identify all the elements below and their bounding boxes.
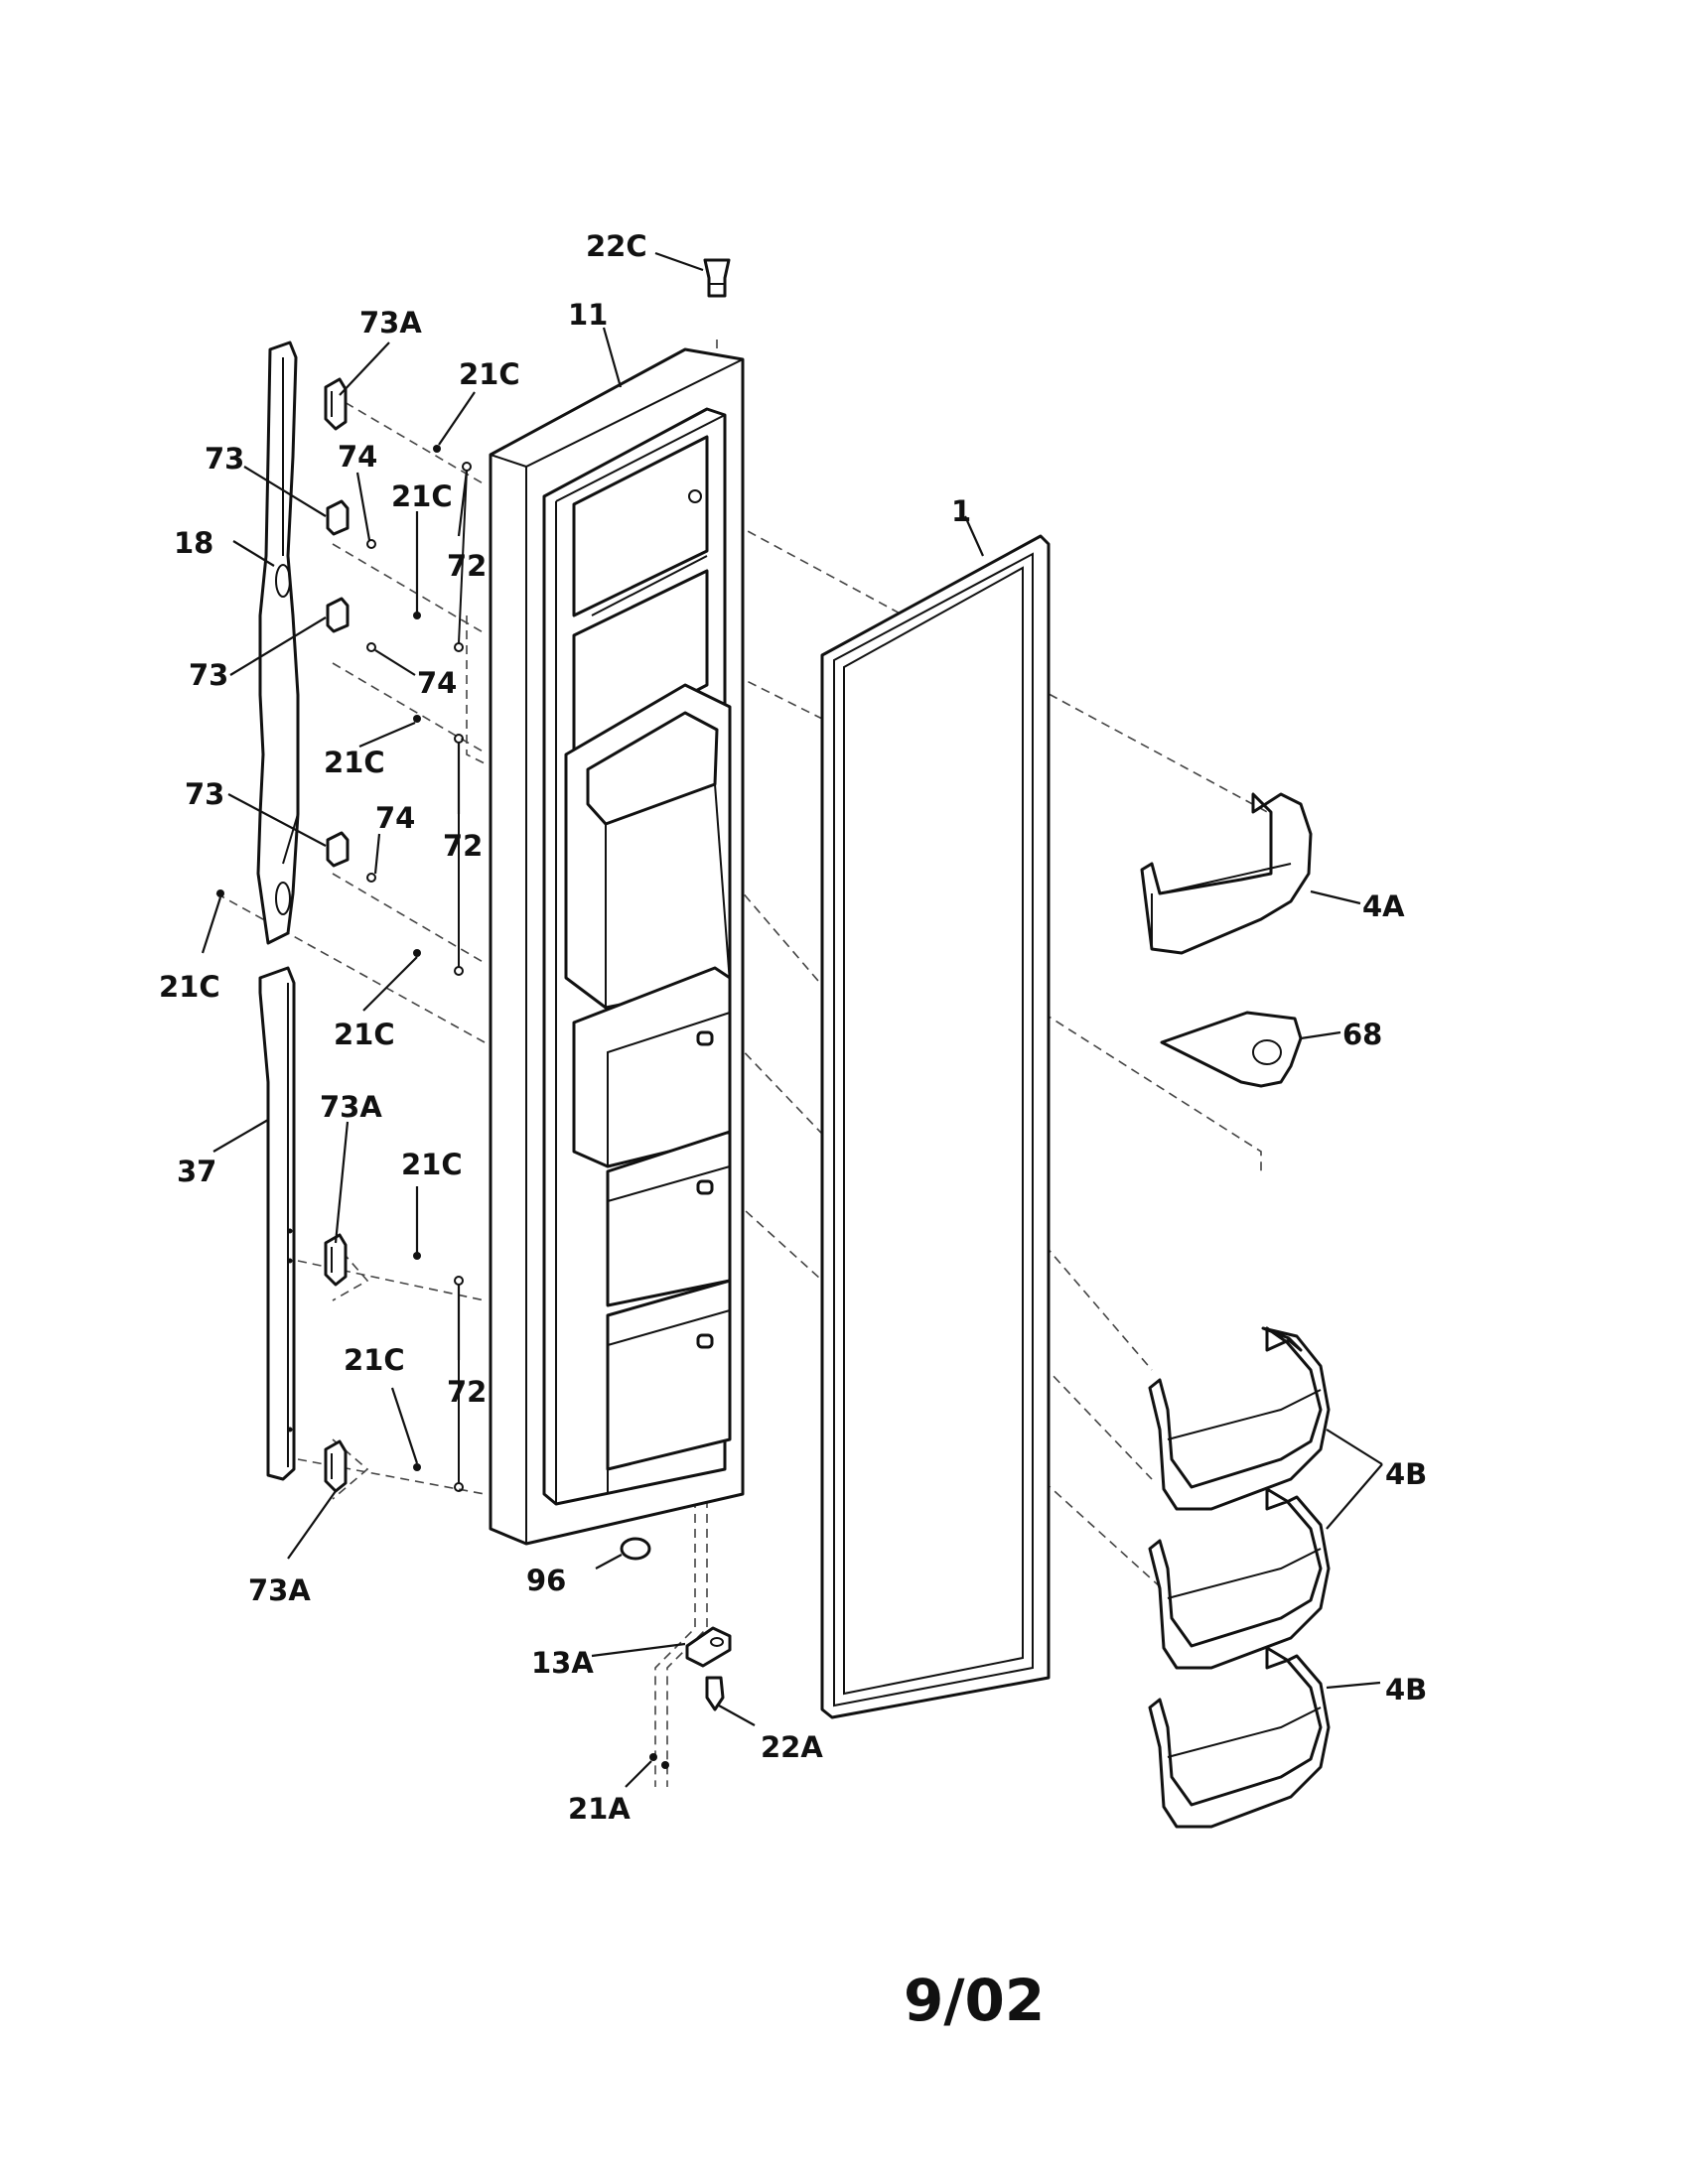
part-73-bracket-1 <box>326 499 350 536</box>
part-4b-door-bin-3 <box>1148 1646 1331 1829</box>
part-1-door-gasket <box>820 534 1051 1719</box>
label-21c-g: 21C <box>344 1343 405 1377</box>
label-13a: 13A <box>531 1646 594 1680</box>
part-73-bracket-3 <box>326 831 350 868</box>
label-1: 1 <box>951 494 971 528</box>
label-21c-c: 21C <box>324 746 385 779</box>
label-73a-bottom: 73A <box>248 1573 311 1607</box>
part-22a-hinge-pin <box>705 1676 725 1711</box>
part-73a-clip-bottom <box>324 1439 348 1493</box>
screws-21c <box>216 445 441 1471</box>
label-72-c: 72 <box>447 1375 487 1409</box>
part-73-bracket-2 <box>326 597 350 633</box>
label-73-c: 73 <box>185 777 224 811</box>
part-4b-door-bin-1 <box>1148 1326 1331 1511</box>
part-18-upper-handle <box>256 341 300 945</box>
label-37: 37 <box>177 1155 216 1188</box>
label-74-b: 74 <box>417 666 457 700</box>
pins-72 <box>454 462 472 1492</box>
label-21c-f: 21C <box>401 1148 463 1181</box>
label-73a-top: 73A <box>359 306 422 340</box>
part-68-utility-tray <box>1160 1011 1303 1088</box>
part-13a-hinge-plate <box>685 1626 732 1668</box>
label-21c-b: 21C <box>391 479 453 513</box>
label-21c-e: 21C <box>334 1018 395 1051</box>
part-73a-clip-mid <box>324 1233 348 1287</box>
part-11-door-assembly <box>489 347 745 1546</box>
screws-74 <box>366 539 376 883</box>
label-72-b: 72 <box>443 829 483 863</box>
label-21c-d: 21C <box>159 970 220 1004</box>
label-22a: 22A <box>761 1730 823 1764</box>
part-22c-bushing <box>703 258 731 298</box>
part-4a-door-bin <box>1140 792 1313 955</box>
label-11: 11 <box>568 298 608 332</box>
label-73-b: 73 <box>189 658 228 692</box>
label-4b-a: 4B <box>1385 1457 1427 1491</box>
callout-labels: 22C 11 73A 21C 73 74 21C 72 18 1 73 74 2… <box>159 229 1427 1826</box>
part-21a-screw <box>649 1753 669 1769</box>
label-4b-b: 4B <box>1385 1673 1427 1706</box>
label-21c-a: 21C <box>459 357 520 391</box>
label-74-c: 74 <box>375 801 415 835</box>
label-96: 96 <box>526 1564 566 1597</box>
part-73a-clip-top <box>324 377 348 431</box>
label-73-a: 73 <box>205 442 244 476</box>
label-18: 18 <box>174 526 213 560</box>
label-72-a: 72 <box>447 549 487 583</box>
part-96-cap <box>620 1537 651 1561</box>
label-21a: 21A <box>568 1792 631 1826</box>
label-73a-mid: 73A <box>320 1090 382 1124</box>
label-22c: 22C <box>586 229 647 263</box>
label-4a: 4A <box>1362 889 1405 923</box>
part-37-lower-handle <box>258 966 296 1481</box>
label-68: 68 <box>1342 1018 1382 1051</box>
label-74-a: 74 <box>338 440 377 474</box>
part-4b-door-bin-2 <box>1148 1487 1331 1670</box>
date-code: 9/02 <box>904 1967 1045 2034</box>
leader-lines <box>201 251 1383 1788</box>
